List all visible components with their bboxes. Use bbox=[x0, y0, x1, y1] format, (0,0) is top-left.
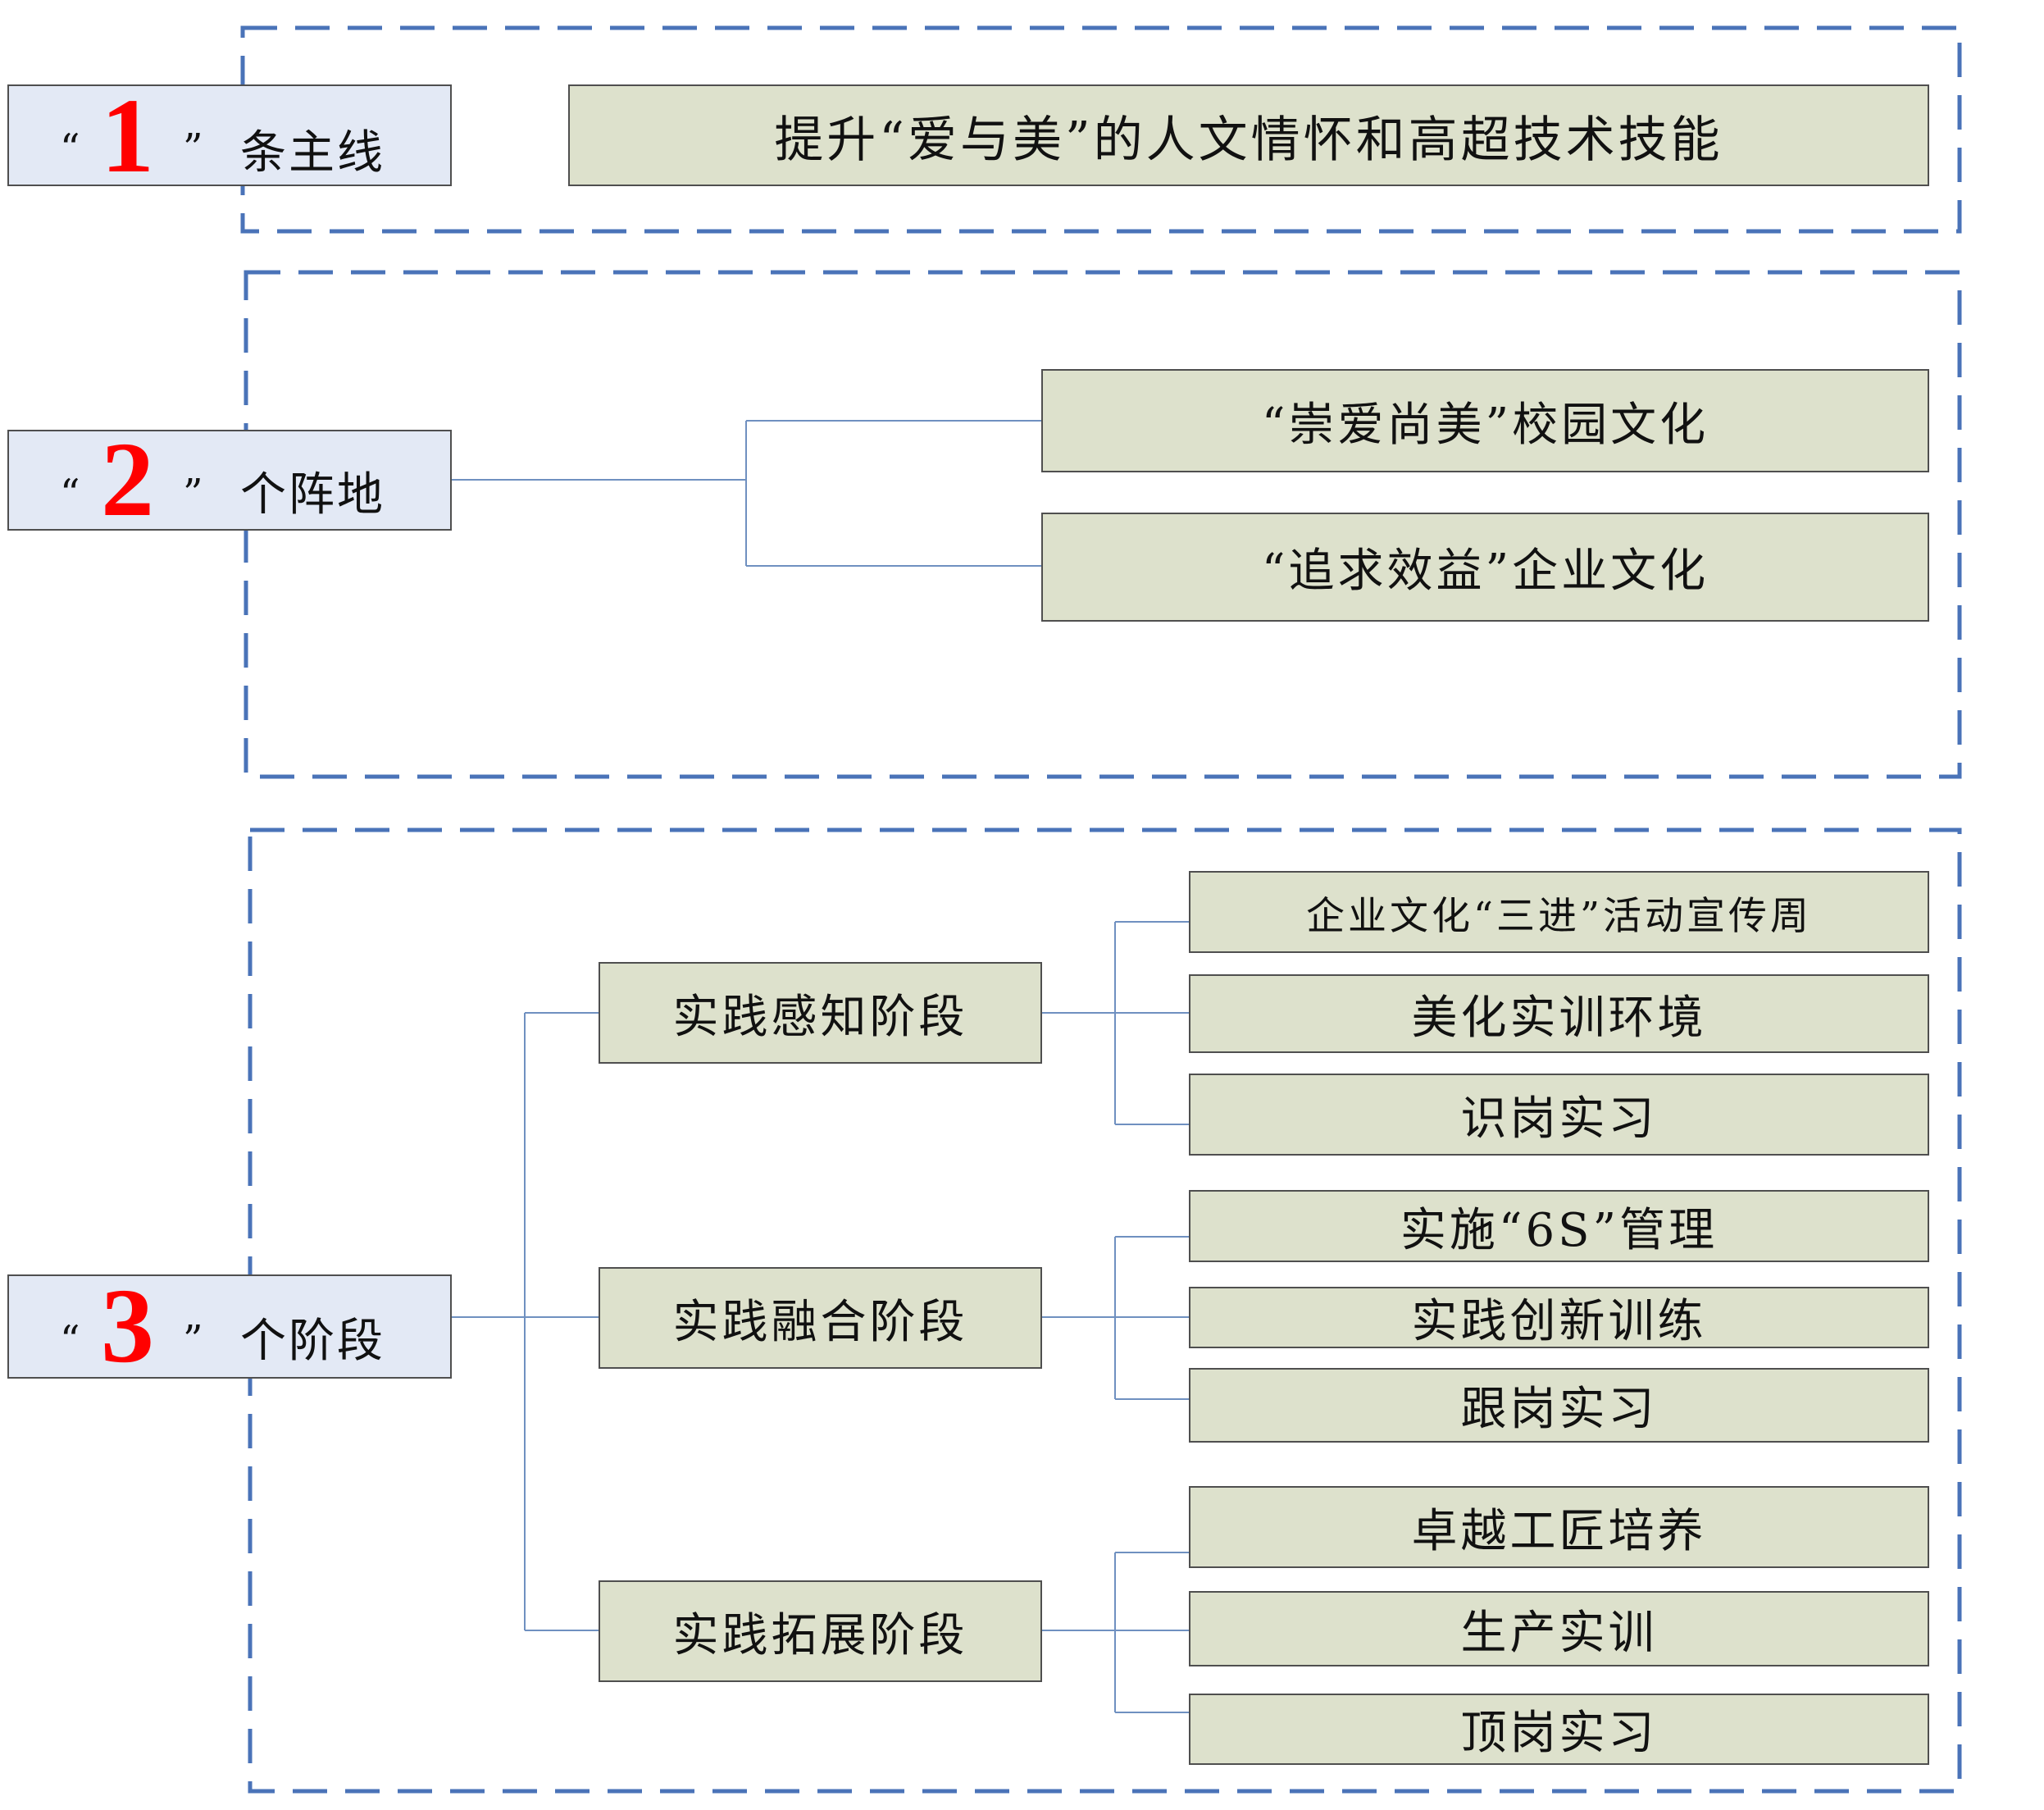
open-quote: “ bbox=[60, 1317, 80, 1363]
activity-box: 卓越工匠培养 bbox=[1189, 1486, 1929, 1568]
activity-box: 实践创新训练 bbox=[1189, 1287, 1929, 1348]
close-quote: ” bbox=[183, 125, 203, 171]
connector-stage3 bbox=[1028, 1552, 1189, 1713]
section-2-frame bbox=[244, 270, 1962, 779]
open-quote: “ bbox=[60, 125, 80, 171]
close-quote: ” bbox=[183, 471, 203, 517]
close-quote: ” bbox=[183, 1317, 203, 1363]
activity-box: 跟岗实习 bbox=[1189, 1368, 1929, 1443]
section-1-label: “ 1 ” 条主线 bbox=[7, 77, 452, 195]
connector-stage2 bbox=[1028, 1236, 1189, 1400]
section-3-label: “ 3 ” 个阶段 bbox=[7, 1267, 452, 1385]
connector-stage1 bbox=[1042, 921, 1189, 1125]
section-number: 3 bbox=[101, 1267, 154, 1385]
section-suffix: 个阵地 bbox=[240, 468, 385, 522]
stage-box: 实践拓展阶段 bbox=[599, 1580, 1042, 1682]
field-box: “追求效益”企业文化 bbox=[1041, 513, 1929, 622]
activity-box: 美化实训环境 bbox=[1189, 974, 1929, 1053]
stage-box: 实践感知阶段 bbox=[599, 962, 1042, 1064]
section-number: 1 bbox=[101, 77, 154, 195]
stage-box: 实践融合阶段 bbox=[599, 1267, 1042, 1369]
connectors bbox=[452, 420, 1189, 1713]
connector-section2 bbox=[452, 420, 1041, 567]
activity-box: 生产实训 bbox=[1189, 1591, 1929, 1666]
activity-box: 实施“6S”管理 bbox=[1189, 1190, 1929, 1262]
section-number: 2 bbox=[101, 421, 154, 539]
activity-box: 顶岗实习 bbox=[1189, 1694, 1929, 1765]
field-box: “崇爱尚美”校园文化 bbox=[1041, 369, 1929, 472]
section-suffix: 个阶段 bbox=[240, 1315, 385, 1368]
open-quote: “ bbox=[60, 471, 80, 517]
activity-box: 企业文化“三进”活动宣传周 bbox=[1189, 871, 1929, 953]
section-2-label: “ 2 ” 个阵地 bbox=[7, 426, 452, 533]
activity-box: 识岗实习 bbox=[1189, 1074, 1929, 1156]
connector-section3 bbox=[452, 1012, 599, 1631]
section-suffix: 条主线 bbox=[240, 126, 385, 180]
mainline-box: 提升“爱与美”的人文情怀和高超技术技能 bbox=[568, 84, 1929, 186]
